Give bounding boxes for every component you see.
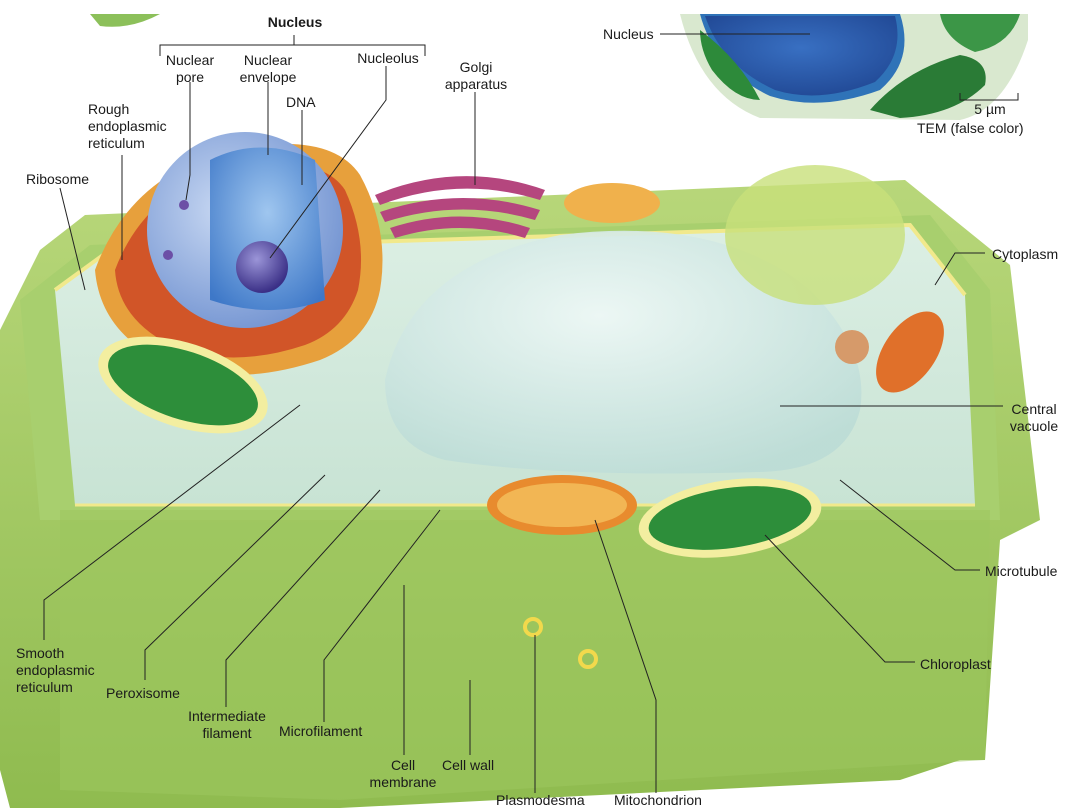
label-nuclear-pore: Nuclear pore bbox=[158, 52, 222, 86]
label-golgi-apparatus: Golgi apparatus bbox=[438, 59, 514, 93]
tem-caption: TEM (false color) bbox=[917, 120, 1024, 137]
label-nucleolus: Nucleolus bbox=[350, 50, 426, 67]
label-peroxisome: Peroxisome bbox=[106, 685, 180, 702]
nucleus-shape bbox=[147, 132, 343, 328]
label-plasmodesma: Plasmodesma bbox=[496, 792, 585, 809]
label-intermediate-filament: Intermediate filament bbox=[180, 708, 274, 742]
label-microtubule: Microtubule bbox=[985, 563, 1057, 580]
label-smooth-er: Smooth endoplasmic reticulum bbox=[16, 645, 95, 696]
label-central-vacuole: Central vacuole bbox=[1005, 401, 1063, 435]
label-nuclear-envelope: Nuclear envelope bbox=[232, 52, 304, 86]
scale-bar-label: 5 µm bbox=[962, 101, 1018, 118]
label-cell-wall: Cell wall bbox=[442, 757, 494, 774]
label-nucleus-group: Nucleus bbox=[264, 14, 326, 31]
label-tem-nucleus: Nucleus bbox=[603, 26, 654, 43]
label-cytoplasm: Cytoplasm bbox=[992, 246, 1058, 263]
label-cell-membrane: Cell membrane bbox=[362, 757, 444, 791]
label-rough-er: Rough endoplasmic reticulum bbox=[88, 101, 167, 152]
label-mitochondrion: Mitochondrion bbox=[614, 792, 702, 809]
label-microfilament: Microfilament bbox=[279, 723, 362, 740]
tem-micrograph bbox=[90, 14, 1028, 120]
label-chloroplast: Chloroplast bbox=[920, 656, 991, 673]
label-dna: DNA bbox=[286, 94, 316, 111]
label-ribosome: Ribosome bbox=[26, 171, 89, 188]
